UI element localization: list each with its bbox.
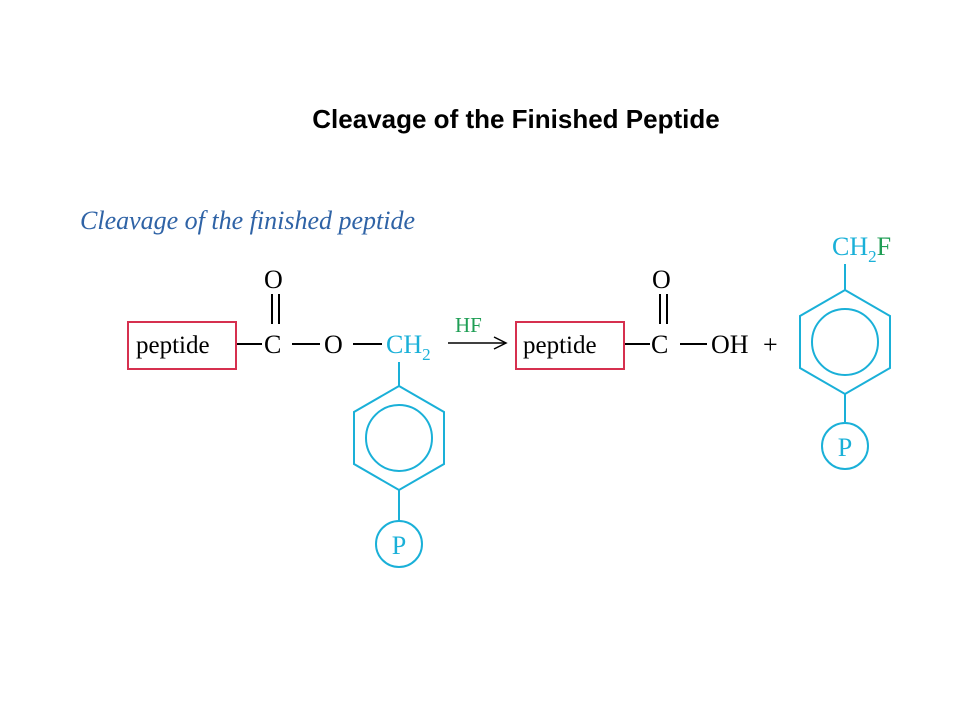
reactant-ester-oxygen: O [324, 330, 343, 359]
byproduct-resin-label: P [838, 433, 852, 462]
reactant-aromatic-circle [365, 404, 433, 472]
byproduct-resin-bead [821, 422, 869, 470]
diagram-subtitle: Cleavage of the finished peptide [80, 206, 415, 235]
plus-sign: + [763, 330, 778, 359]
reactant-carbonyl-carbon: C [264, 330, 281, 359]
slide-title: Cleavage of the Finished Peptide [312, 104, 720, 134]
product-peptide-box [515, 321, 625, 370]
reactant-resin-label: P [392, 531, 406, 560]
reactant-benzene-ring [353, 384, 445, 492]
reactant-resin-bead [375, 520, 423, 568]
reactant-peptide-box [127, 321, 237, 370]
byproduct-benzene-ring [799, 288, 891, 396]
reagent-label: HF [455, 313, 482, 337]
byproduct-group: CH2F [832, 232, 891, 266]
reactant-peptide-label: peptide [136, 332, 210, 359]
product-carbonyl-carbon: C [651, 330, 668, 359]
reactant-linker: CH2 [386, 330, 431, 364]
reactant-carbonyl-oxygen: O [264, 265, 283, 294]
byproduct-aromatic-circle [811, 308, 879, 376]
product-hydroxyl: OH [711, 330, 749, 359]
product-carbonyl-oxygen: O [652, 265, 671, 294]
reaction-arrow-head [493, 336, 508, 350]
product-peptide-label: peptide [523, 332, 597, 359]
